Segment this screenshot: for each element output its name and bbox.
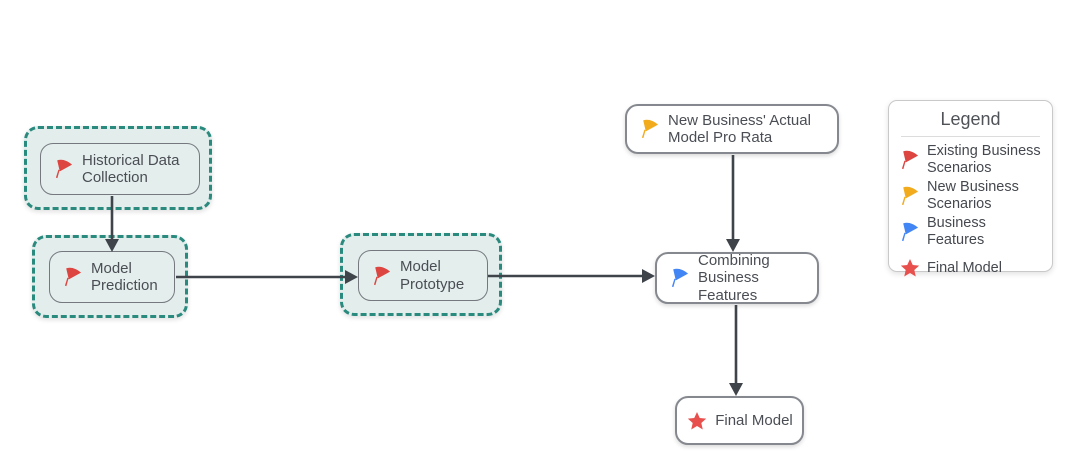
red-star-icon	[900, 259, 920, 277]
node-label: New Business' Actual Model Pro Rata	[668, 111, 811, 146]
legend-item-final-model: Final Model	[899, 257, 1042, 279]
legend-item-existing-business: Existing Business Scenarios	[899, 143, 1042, 178]
legend-label: New Business Scenarios	[927, 178, 1019, 213]
blue-flag-icon	[671, 268, 689, 288]
blue-flag-icon	[901, 222, 919, 242]
node-final-model[interactable]: Final Model	[675, 396, 804, 445]
node-label: Combining Business Features	[698, 252, 770, 304]
legend-divider	[901, 136, 1040, 137]
arrowhead	[726, 239, 740, 252]
legend-item-business-features: Business Features	[899, 215, 1042, 250]
yellow-flag-icon	[901, 186, 919, 206]
node-new-business-actual-model-pro-rata[interactable]: New Business' Actual Model Pro Rata	[625, 104, 839, 154]
legend-panel: Legend Existing Business Scenarios New B…	[888, 100, 1053, 277]
red-flag-icon	[64, 267, 82, 287]
legend-label: Existing Business Scenarios	[927, 143, 1041, 177]
red-flag-icon	[901, 151, 919, 170]
node-label: Historical Data Collection	[82, 151, 180, 186]
arrowhead	[642, 269, 655, 283]
node-label: Model Prototype	[400, 258, 465, 293]
red-star-icon	[688, 411, 707, 430]
legend-item-new-business: New Business Scenarios	[899, 179, 1042, 214]
arrowhead	[729, 383, 743, 396]
legend-label: Final Model	[927, 259, 1002, 276]
legend-title: Legend	[940, 109, 1001, 129]
red-flag-icon	[373, 266, 391, 285]
node-historical-data-collection[interactable]: Historical Data Collection	[40, 143, 200, 195]
node-label: Model Prediction	[91, 259, 158, 294]
yellow-flag-icon	[641, 119, 659, 139]
node-model-prototype[interactable]: Model Prototype	[358, 250, 488, 301]
node-label: Final Model	[715, 411, 793, 429]
legend-label: Business Features	[927, 214, 986, 248]
node-combining-business-features[interactable]: Combining Business Features	[655, 252, 819, 304]
red-flag-icon	[55, 159, 73, 179]
node-model-prediction[interactable]: Model Prediction	[49, 251, 175, 303]
